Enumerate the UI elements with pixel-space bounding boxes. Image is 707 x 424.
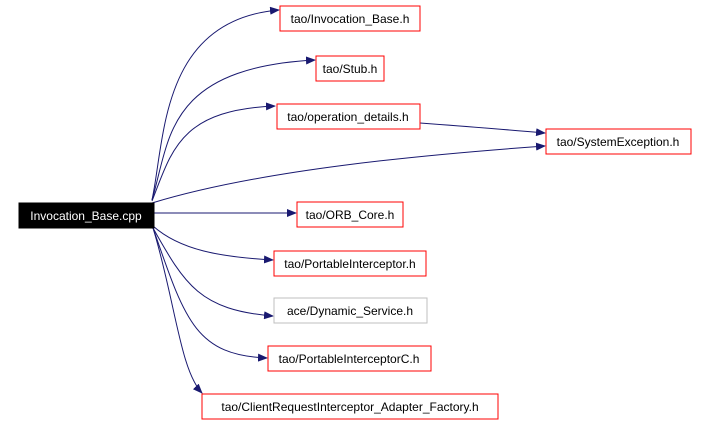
node-label: tao/Stub.h	[323, 62, 378, 76]
node-stub-h[interactable]: tao/Stub.h	[315, 55, 385, 82]
node-client-request-interceptor-adapter-factory-h[interactable]: tao/ClientRequestInterceptor_Adapter_Fac…	[201, 393, 499, 420]
node-label: tao/operation_details.h	[287, 110, 408, 124]
edge-to-invocation-base-h	[151, 6, 280, 201]
root-node-label: Invocation_Base.cpp	[30, 209, 142, 223]
node-label: tao/PortableInterceptorC.h	[279, 352, 420, 366]
edges	[151, 6, 546, 394]
node-label: ace/Dynamic_Service.h	[287, 304, 413, 318]
edge-to-operation-details-h	[151, 102, 276, 202]
edge-operation-details-to-system-exception-h	[419, 122, 546, 137]
root-node[interactable]: Invocation_Base.cpp	[18, 202, 155, 229]
edge-to-portable-interceptor-h	[152, 225, 274, 264]
node-orb-core-h[interactable]: tao/ORB_Core.h	[296, 201, 404, 228]
edge-to-system-exception-h	[151, 142, 546, 204]
edge-to-stub-h	[151, 56, 316, 201]
node-invocation-base-h[interactable]: tao/Invocation_Base.h	[279, 5, 421, 32]
edge-to-client-request-interceptor-adapter-factory-h	[152, 227, 203, 394]
node-label: tao/PortableInterceptor.h	[284, 257, 415, 271]
node-portable-interceptor-c-h[interactable]: tao/PortableInterceptorC.h	[267, 345, 432, 372]
node-label: tao/ORB_Core.h	[306, 208, 395, 222]
node-system-exception-h[interactable]: tao/SystemException.h	[545, 128, 692, 155]
node-label: tao/SystemException.h	[557, 135, 680, 149]
node-dynamic-service-h[interactable]: ace/Dynamic_Service.h	[273, 297, 428, 324]
node-label: tao/ClientRequestInterceptor_Adapter_Fac…	[221, 400, 478, 414]
edge-to-dynamic-service-h	[152, 227, 274, 320]
edge-to-portable-interceptor-c-h	[152, 227, 268, 362]
node-label: tao/Invocation_Base.h	[291, 12, 410, 26]
node-operation-details-h[interactable]: tao/operation_details.h	[276, 103, 421, 130]
node-portable-interceptor-h[interactable]: tao/PortableInterceptor.h	[273, 250, 427, 277]
